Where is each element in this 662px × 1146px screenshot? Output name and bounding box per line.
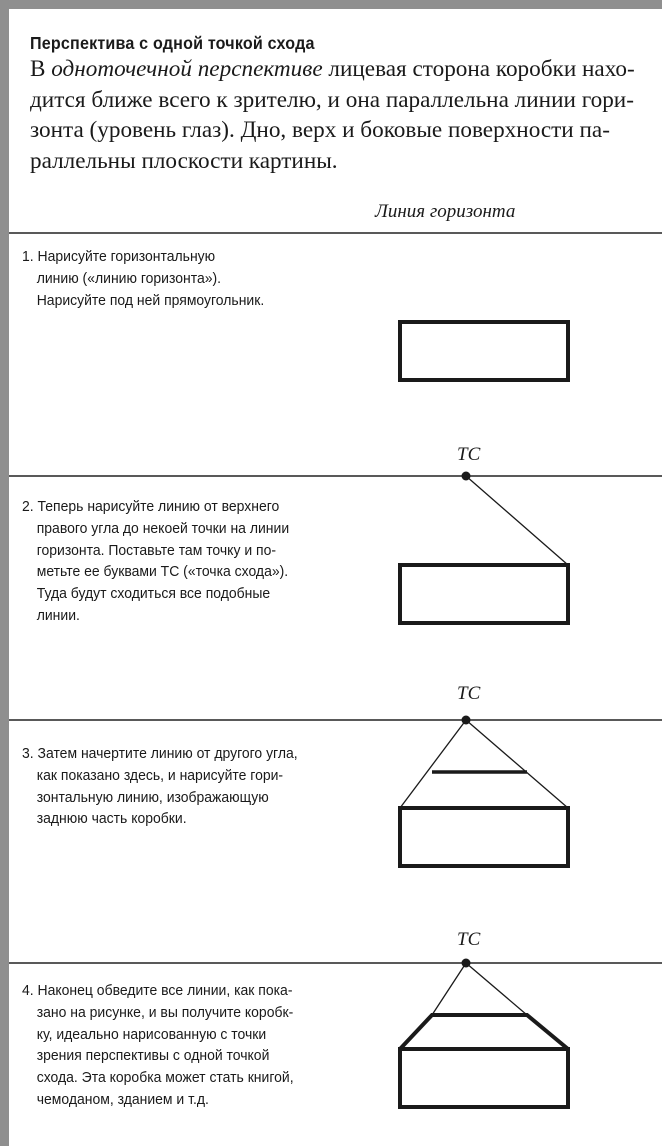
step-2-text: 2. Теперь нарисуйте линию от верхнего пр… [22, 496, 339, 627]
step-4-box [398, 1047, 570, 1109]
vanishing-point-dot [461, 715, 471, 725]
vanishing-point-label: ТС [457, 444, 481, 465]
vanishing-point-label: ТС [457, 683, 481, 704]
step-2-line: метьте ее буквами ТС («точка схода»). [36, 563, 289, 581]
page-frame-left [0, 0, 9, 1146]
step-2-line: правого угла до некоей точки на линии [36, 519, 290, 537]
step-1-line: линию («линию горизонта»). [36, 269, 222, 287]
step-1-line: Нарисуйте под ней прямоугольник. [36, 291, 265, 309]
intro-line-1: В одноточечной перспективе лицевая сторо… [30, 54, 638, 85]
intro-line-2: дится ближе всего к зрителю, и она парал… [30, 86, 634, 113]
step-2-construction-line [465, 475, 569, 566]
step-3-left-line [399, 719, 467, 809]
page-frame-top [0, 0, 662, 9]
step-4-box-top [398, 1013, 570, 1051]
step-2-line: горизонта. Поставьте там точку и по- [36, 541, 276, 559]
vanishing-point-dot [461, 958, 471, 968]
step-3-box [398, 806, 570, 868]
intro-paragraph: В одноточечной перспективе лицевая сторо… [30, 54, 638, 176]
vanishing-point-label: ТС [457, 929, 481, 950]
step-1-text: 1. Нарисуйте горизонтальную линию («лини… [22, 246, 339, 311]
step-3-line: 3. Затем начертите линию от другого угла… [22, 745, 298, 762]
vanishing-point-dot [461, 471, 471, 481]
step-4-line: 4. Наконец обведите все линии, как пока- [22, 982, 293, 999]
step-4-line: схода. Эта коробка может стать книгой, [36, 1069, 294, 1087]
horizon-caption: Линия горизонта [375, 201, 516, 222]
step-3-right-line [465, 719, 569, 809]
step-4-left-line [431, 962, 467, 1016]
step-3-line: зонтальную линию, изображающую [36, 788, 269, 806]
section-heading: Перспектива с одной точкой схода [30, 33, 315, 53]
step-1-box [398, 320, 570, 382]
step-2-line: 2. Теперь нарисуйте линию от верхнего [22, 498, 280, 515]
step-1-line: 1. Нарисуйте горизонтальную [22, 248, 216, 265]
step-3-text: 3. Затем начертите линию от другого угла… [22, 743, 339, 830]
step-2-line: Туда будут сходиться все подобные [36, 585, 271, 603]
intro-line-4: раллельны плоскости картины. [30, 147, 338, 174]
intro-term-italic: одноточечной перспективе [51, 56, 323, 82]
intro-line-1-prefix: В [30, 56, 52, 82]
intro-line-1-suffix: лицевая сторона коробки нахо- [322, 56, 635, 82]
step-4-line: зано на рисунке, и вы получите коробк- [36, 1003, 294, 1021]
step-2-line: линии. [36, 606, 80, 624]
step-4-text: 4. Наконец обведите все линии, как пока-… [22, 980, 339, 1111]
step-4-line: ку, идеально нарисованную с точки [36, 1025, 267, 1043]
intro-line-3: зонта (уровень глаз). Дно, верх и боковы… [30, 117, 610, 143]
step-3-line: как показано здесь, и нарисуйте гори- [36, 766, 284, 784]
step-4-right-line [465, 962, 528, 1016]
step-2-box [398, 563, 570, 625]
step-3-line: заднюю часть коробки. [36, 810, 187, 828]
step-4-line: чемоданом, зданием и т.д. [36, 1090, 209, 1108]
step-4-line: зрения перспективы с одной точкой [36, 1047, 270, 1065]
